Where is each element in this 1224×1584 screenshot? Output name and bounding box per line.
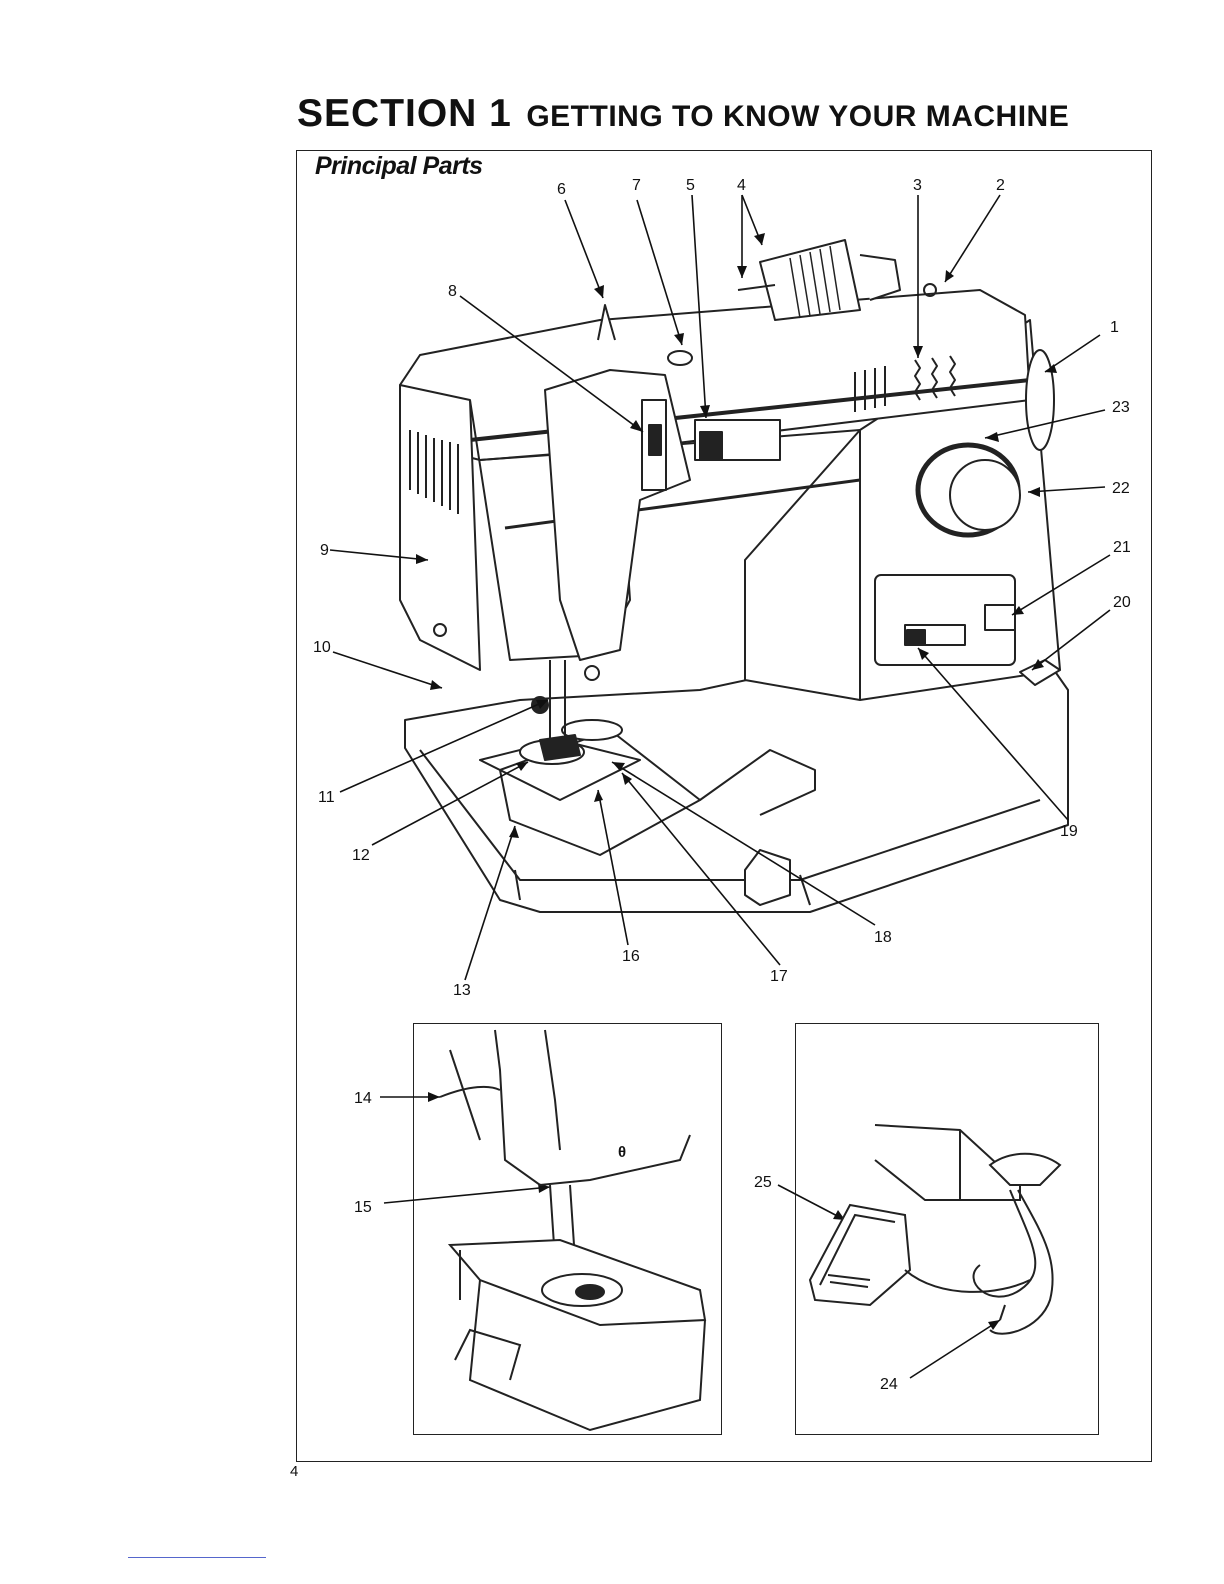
callout-13: 13 (453, 982, 471, 999)
callout-6: 6 (557, 181, 566, 198)
callout-7: 7 (632, 177, 641, 194)
callout-18: 18 (874, 929, 892, 946)
callout-17: 17 (770, 968, 788, 985)
callout-23: 23 (1112, 399, 1130, 416)
callout-8: 8 (448, 283, 457, 300)
callout-10: 10 (313, 639, 331, 656)
callout-25: 25 (754, 1174, 772, 1191)
svg-text:θ: θ (618, 1144, 626, 1161)
inset-left-drawing (440, 1030, 705, 1430)
callout-19: 19 (1060, 823, 1078, 840)
callout-16: 16 (622, 948, 640, 965)
callout-11: 11 (318, 789, 335, 806)
callout-12: 12 (352, 847, 370, 864)
inset-right-drawing (810, 1125, 1060, 1334)
callout-9: 9 (320, 542, 329, 559)
callout-1: 1 (1110, 319, 1119, 336)
footer-rule (128, 1557, 266, 1558)
callout-22: 22 (1112, 480, 1130, 497)
handwheel-side (1026, 350, 1054, 450)
callout-21: 21 (1113, 539, 1131, 556)
callout-5: 5 (686, 177, 695, 194)
callout-2: 2 (996, 177, 1005, 194)
face-cover (400, 385, 480, 670)
foot-control (810, 1205, 910, 1305)
callout-4: 4 (737, 177, 746, 194)
callout-20: 20 (1113, 594, 1131, 611)
callout-24: 24 (880, 1376, 898, 1393)
callout-14: 14 (354, 1090, 372, 1107)
page-number: 4 (290, 1463, 298, 1480)
callout-3: 3 (913, 177, 922, 194)
callout-15: 15 (354, 1199, 372, 1216)
